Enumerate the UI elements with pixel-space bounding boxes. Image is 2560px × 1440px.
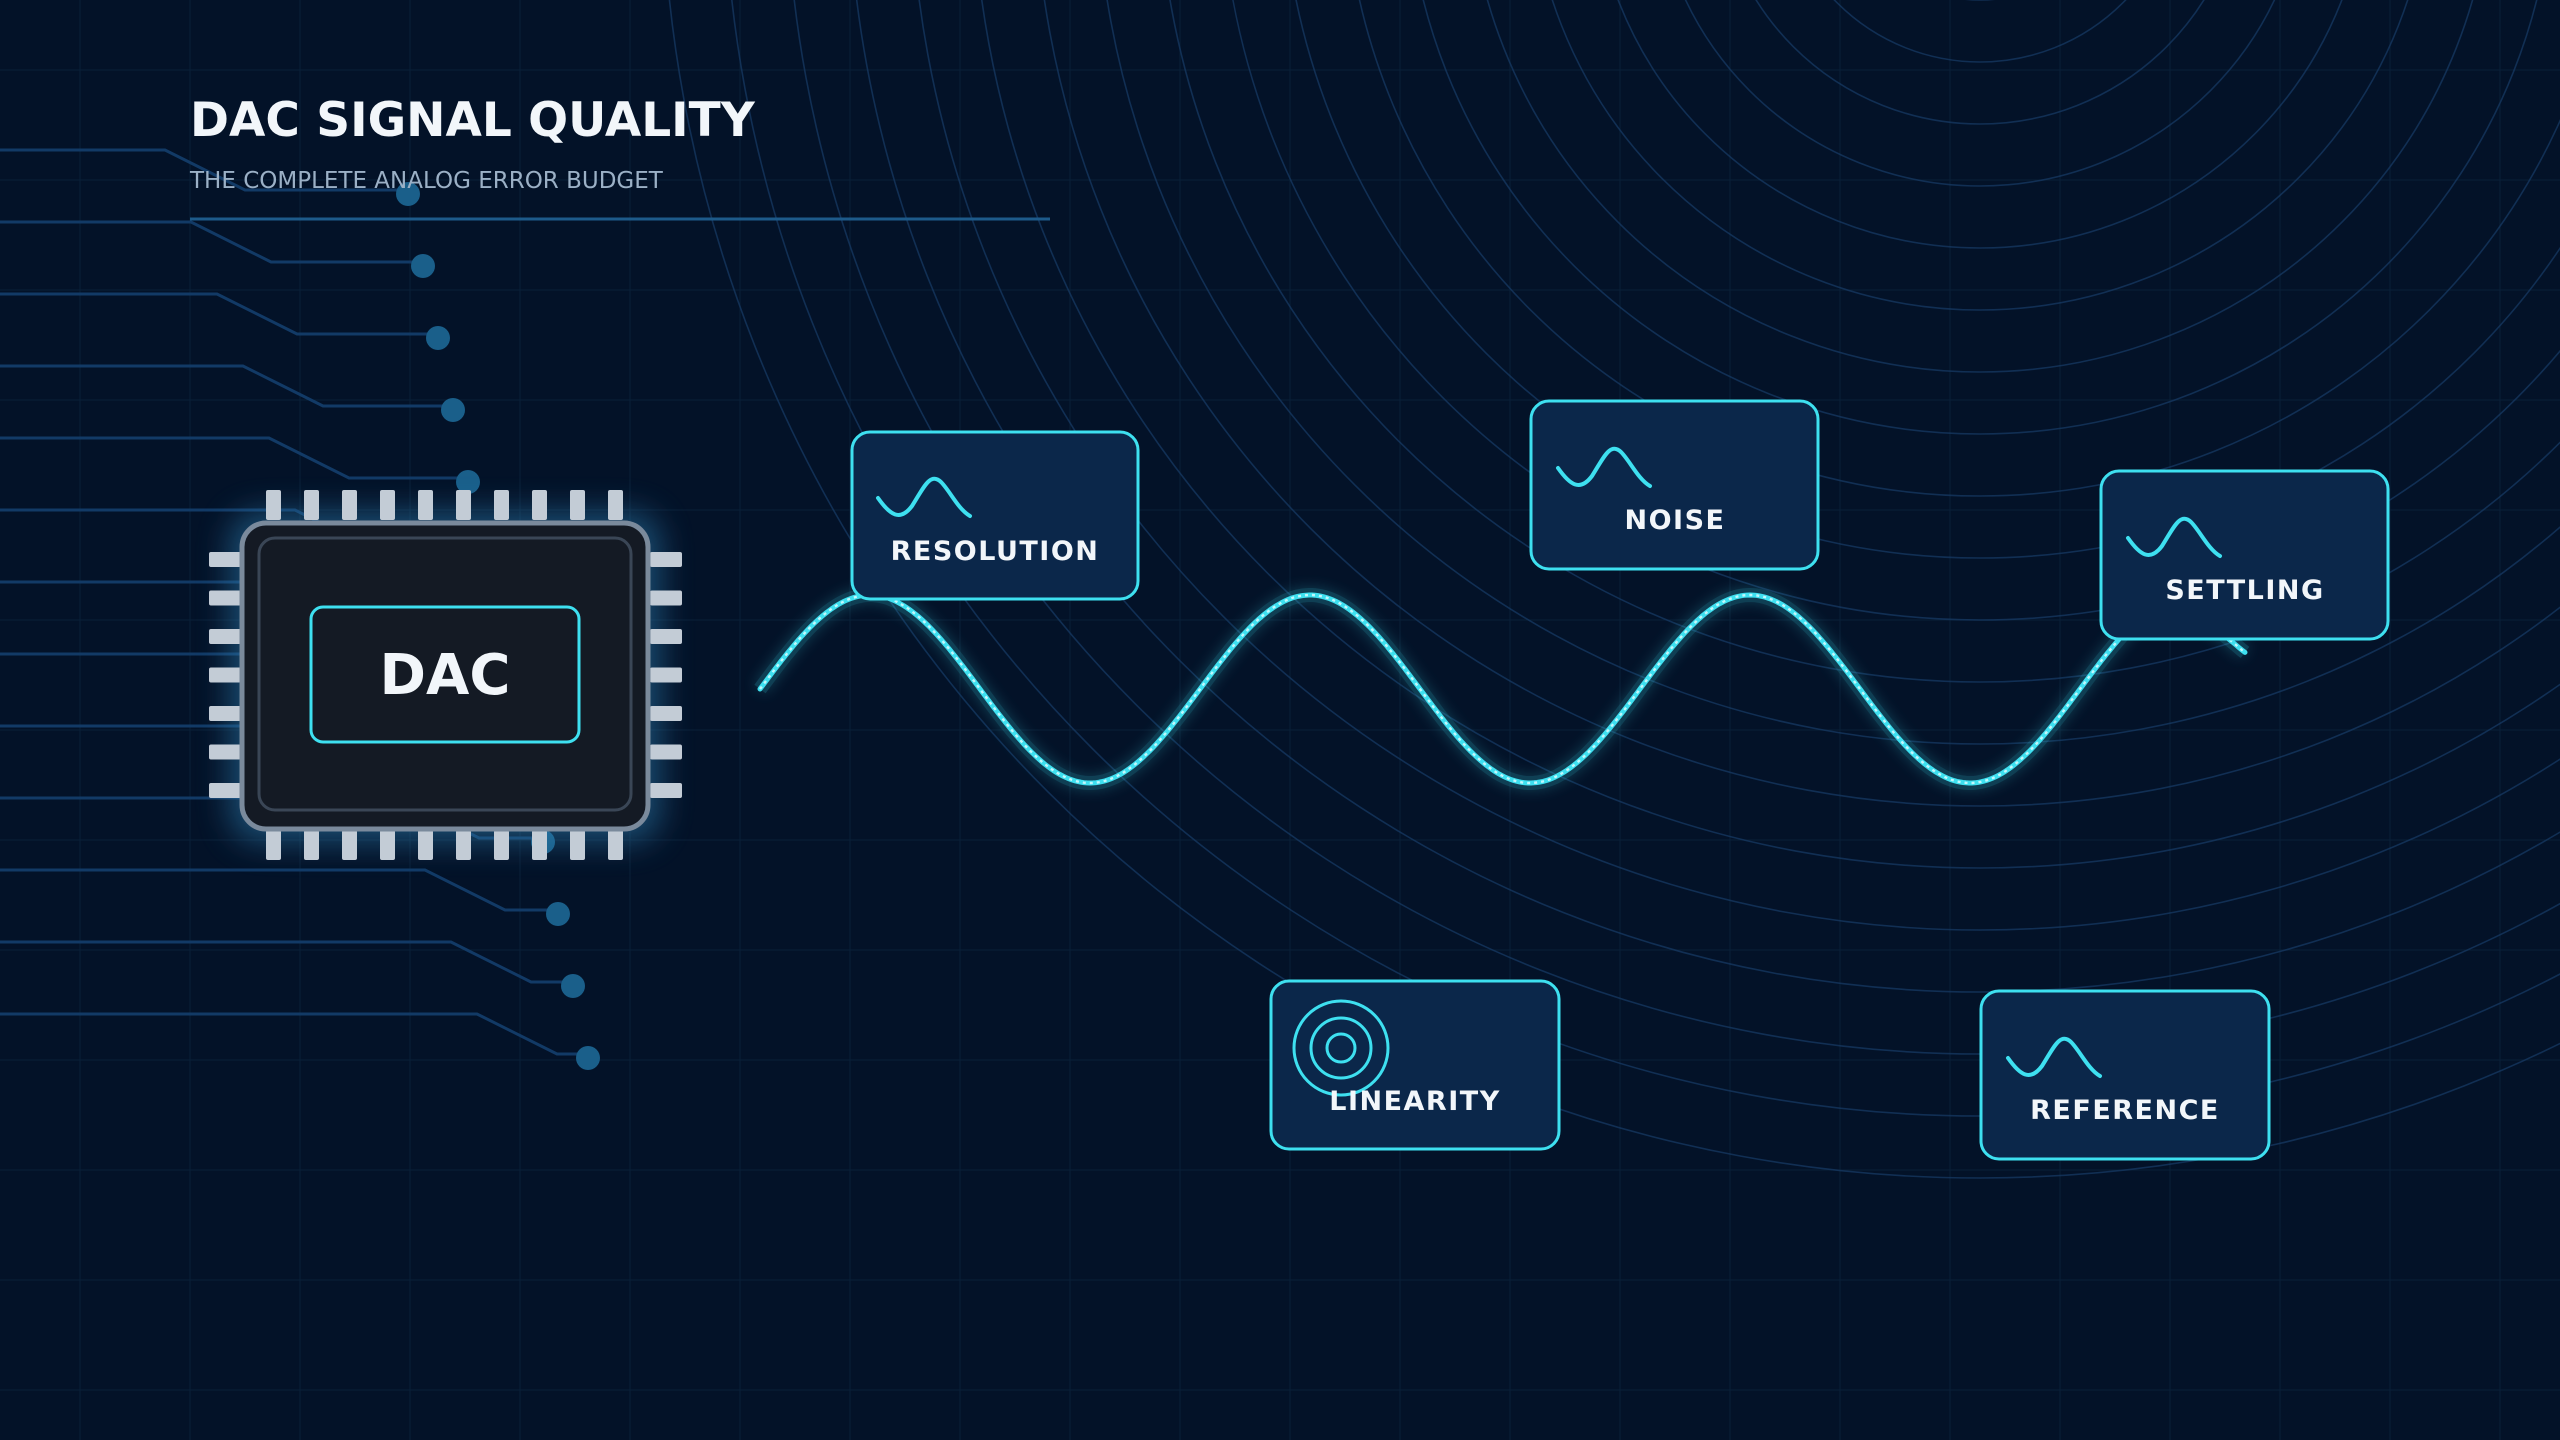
background-arc [1486, 0, 2474, 373]
card-label: RESOLUTION [891, 536, 1100, 567]
card-settling: SETTLING [2099, 469, 2390, 641]
chip-pin [650, 590, 682, 606]
card-box [850, 430, 1140, 601]
card-label: NOISE [1625, 505, 1726, 536]
circuit-trace [0, 940, 573, 984]
chip-pin [608, 830, 623, 860]
chip-pin [532, 490, 547, 520]
sine-wave-icon [2006, 1036, 2102, 1078]
background-arc [1232, 0, 2560, 621]
chip-pin [494, 830, 509, 860]
background-arc [1551, 0, 2409, 311]
background-arc [918, 0, 2560, 931]
chip-pin [570, 490, 585, 520]
card-noise: NOISE [1529, 399, 1820, 571]
circuit-trace [0, 148, 408, 192]
chip-pin [380, 490, 395, 520]
sine-wave-icon [2126, 516, 2222, 558]
trace-pad [441, 398, 465, 422]
chip-pin [304, 830, 319, 860]
chip-pin [650, 552, 682, 567]
background-arc [1422, 0, 2538, 435]
background-arc [855, 0, 2560, 993]
card-box [1529, 399, 1820, 571]
trace-pad [411, 254, 435, 278]
card-box [1979, 989, 2271, 1161]
circuit-trace [0, 1012, 588, 1056]
chip-label: DAC [380, 643, 511, 708]
circuit-trace [0, 436, 468, 480]
chip-pin [209, 667, 241, 683]
chip-pin [380, 830, 395, 860]
chip-pin [650, 667, 682, 683]
signal-wave-dither [759, 593, 2246, 785]
chip-pin [456, 830, 471, 860]
card-linearity: LINEARITY [1269, 979, 1561, 1151]
concentric-circles-icon [1292, 999, 1390, 1097]
circuit-trace [0, 220, 423, 264]
card-label: SETTLING [2165, 575, 2324, 606]
chip-pin [209, 629, 241, 644]
background-arc [1106, 0, 2560, 745]
background-arc [1755, 0, 2205, 125]
chip-pin [209, 590, 241, 606]
chip-pin [209, 706, 241, 721]
chip-pin [209, 744, 241, 760]
chip-pin [342, 830, 357, 860]
chip-pin [418, 830, 433, 860]
trace-pad [426, 326, 450, 350]
page-subtitle: THE COMPLETE ANALOG ERROR BUDGET [189, 168, 664, 194]
card-label: REFERENCE [2030, 1095, 2220, 1126]
chip-pin [209, 783, 241, 798]
background-arc [981, 0, 2560, 869]
chip-pin [418, 490, 433, 520]
background-arc [1833, 0, 2127, 63]
chip-pin [494, 490, 509, 520]
background-arc [1043, 0, 2560, 807]
chip-pin [608, 490, 623, 520]
trace-pad [396, 182, 420, 206]
dac-chip: DAC [209, 490, 682, 860]
background-arc [669, 0, 2560, 1179]
sine-wave-icon [876, 476, 972, 518]
trace-pad [456, 470, 480, 494]
chip-pin [650, 706, 682, 721]
background-arc [1295, 0, 2560, 559]
circuit-trace [0, 868, 558, 912]
trace-pad [576, 1046, 600, 1070]
chip-pin [570, 830, 585, 860]
background-arc [1684, 0, 2276, 187]
trace-pad [561, 974, 585, 998]
chip-pin [650, 629, 682, 644]
chip-pin [209, 552, 241, 567]
chip-pins [209, 490, 682, 860]
chip-pin [342, 490, 357, 520]
card-box [2099, 469, 2390, 641]
background-arc [1169, 0, 2560, 683]
chip-pin [650, 744, 682, 760]
card-resolution: RESOLUTION [850, 430, 1140, 601]
chip-pin [532, 830, 547, 860]
background-arc [1358, 0, 2560, 497]
card-box [1269, 979, 1561, 1151]
sine-wave-icon [1556, 446, 1652, 488]
chip-pin [456, 490, 471, 520]
circuit-trace [0, 364, 453, 408]
chip-label-box [309, 605, 581, 744]
trace-pad [546, 902, 570, 926]
chip-inner-border [257, 536, 633, 812]
card-reference: REFERENCE [1979, 989, 2271, 1161]
circuit-trace [0, 292, 438, 336]
chip-pin [650, 783, 682, 798]
card-label: LINEARITY [1329, 1086, 1501, 1117]
page-title: DAC SIGNAL QUALITY [190, 93, 756, 148]
chip-pin [266, 830, 281, 860]
output-signal [754, 587, 2250, 791]
chip-pin [266, 490, 281, 520]
chip-pin [304, 490, 319, 520]
background-arc [1617, 0, 2343, 249]
